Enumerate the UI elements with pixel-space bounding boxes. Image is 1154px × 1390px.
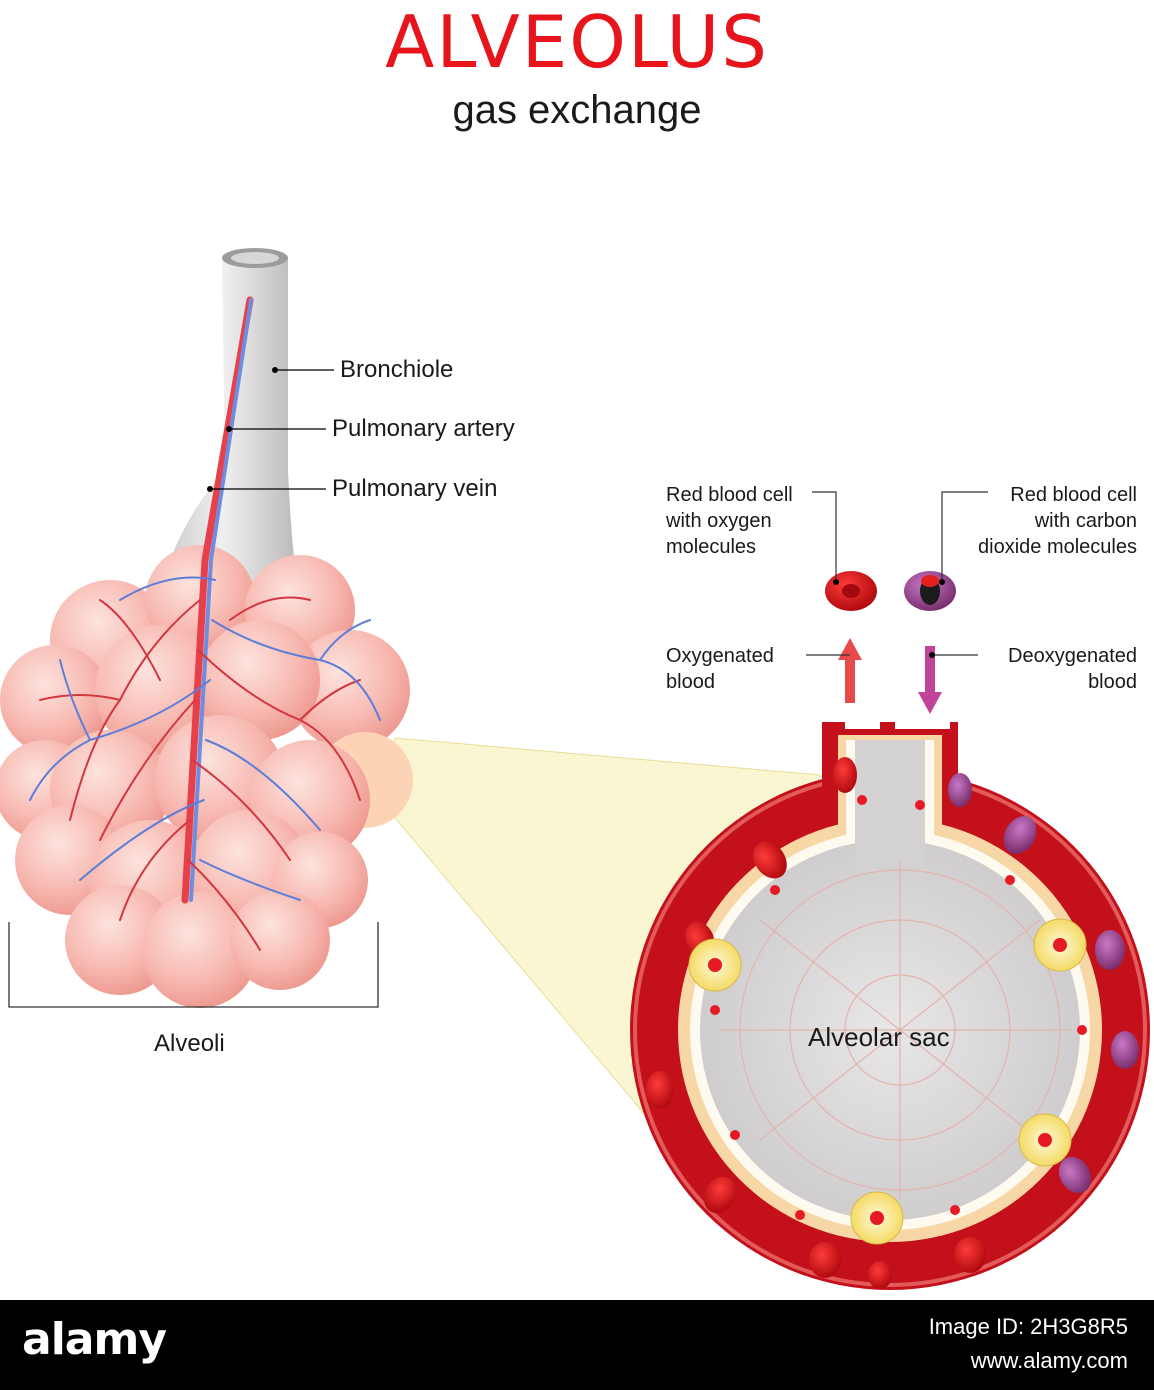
label-deoxygenated-line2: blood <box>1088 671 1137 693</box>
label-rbc-oxygen: Red blood cell with oxygen molecules <box>666 482 793 560</box>
label-alveolar-sac: Alveolar sac <box>808 1022 950 1052</box>
page-title: ALVEOLUS <box>385 0 769 84</box>
label-alveoli: Alveoli <box>154 1030 225 1057</box>
label-pulmonary-vein: Pulmonary vein <box>332 475 498 502</box>
label-pulmonary-artery: Pulmonary artery <box>332 415 515 442</box>
alveoli-bracket <box>8 922 379 1008</box>
label-rbc-co2-line1: Red blood cell <box>1010 484 1137 506</box>
rbc-oxygen-icon <box>825 571 877 611</box>
left-leaders <box>207 367 334 492</box>
alamy-logo[interactable]: alamy <box>22 1314 167 1365</box>
rbc-co2-icon <box>904 571 956 611</box>
label-rbc-co2-line3: dioxide molecules <box>978 536 1137 558</box>
label-rbc-co2: Red blood cell with carbon dioxide molec… <box>978 482 1137 560</box>
footer-url[interactable]: www.alamy.com <box>970 1348 1128 1373</box>
label-bronchiole: Bronchiole <box>340 356 454 383</box>
label-deoxygenated-blood: Deoxygenated blood <box>1008 643 1137 695</box>
oxygenated-arrow <box>838 638 862 703</box>
alveolus-illustration <box>0 248 1150 1290</box>
image-id: Image ID: 2H3G8R5 <box>928 1314 1128 1339</box>
vessel-network <box>29 296 381 951</box>
footer-bar: alamy Image ID: 2H3G8R5 www.alamy.com <box>0 1300 1154 1390</box>
label-oxygenated-blood: Oxygenated blood <box>666 643 774 695</box>
label-rbc-oxygen-line2: with oxygen <box>666 510 772 532</box>
alveoli-cluster <box>0 545 413 1008</box>
deoxygenated-arrow <box>918 646 942 714</box>
label-deoxygenated-line1: Deoxygenated <box>1008 645 1137 667</box>
label-rbc-oxygen-line1: Red blood cell <box>666 484 793 506</box>
right-leaders <box>806 491 988 658</box>
alveolar-sac-section <box>630 715 1150 1290</box>
label-rbc-co2-line2: with carbon <box>1034 510 1137 532</box>
page-subtitle: gas exchange <box>452 88 702 132</box>
label-oxygenated-line1: Oxygenated <box>666 645 774 667</box>
label-oxygenated-line2: blood <box>666 671 715 693</box>
label-rbc-oxygen-line3: molecules <box>666 536 757 558</box>
